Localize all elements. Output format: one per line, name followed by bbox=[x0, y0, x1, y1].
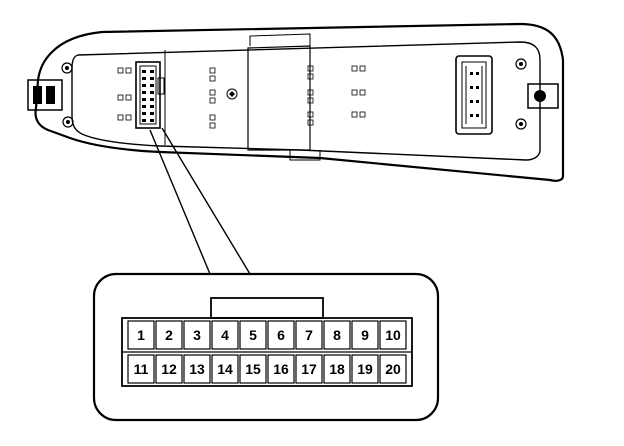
left-mounting-clip bbox=[27, 79, 63, 111]
screw-hole-left-bottom bbox=[62, 116, 74, 128]
pin-cell bbox=[295, 354, 323, 384]
pin-cell bbox=[351, 354, 379, 384]
pin-number-label: 1 bbox=[137, 327, 145, 343]
pin-number-label: 10 bbox=[385, 327, 401, 343]
pin-number-label: 2 bbox=[165, 327, 173, 343]
pin-number-label: 4 bbox=[221, 327, 229, 343]
pin-number-label: 3 bbox=[193, 327, 201, 343]
screw-hole-right-bottom bbox=[515, 118, 527, 130]
screw-hole-right-top bbox=[515, 58, 527, 70]
pin-cell bbox=[127, 320, 155, 350]
pin-cell bbox=[295, 320, 323, 350]
pin-cell bbox=[267, 354, 295, 384]
pin-cell bbox=[183, 354, 211, 384]
pin-number-label: 12 bbox=[161, 361, 177, 377]
pin-cell bbox=[155, 320, 183, 350]
switch-contact-marks bbox=[117, 65, 366, 129]
screw-hole-left-top bbox=[61, 62, 73, 74]
pin-number-label: 20 bbox=[385, 361, 401, 377]
pin-number-label: 5 bbox=[249, 327, 257, 343]
pin-number-label: 7 bbox=[305, 327, 313, 343]
pin-number-label: 16 bbox=[273, 361, 289, 377]
pin-cell bbox=[239, 354, 267, 384]
pin-number-label: 13 bbox=[189, 361, 205, 377]
pin-number-label: 14 bbox=[217, 361, 233, 377]
housing-connector-right bbox=[455, 55, 493, 135]
right-mounting-clip bbox=[527, 83, 559, 109]
pin-number-label: 19 bbox=[357, 361, 373, 377]
pin-number-label: 8 bbox=[333, 327, 341, 343]
pin-number-label: 18 bbox=[329, 361, 345, 377]
pin-cell bbox=[351, 320, 379, 350]
pin-cell bbox=[183, 320, 211, 350]
pin-cell bbox=[155, 354, 183, 384]
pin-cell bbox=[379, 320, 407, 350]
pin-number-label: 15 bbox=[245, 361, 261, 377]
pin-number-label: 9 bbox=[361, 327, 369, 343]
pin-cell bbox=[323, 354, 351, 384]
pin-number-label: 6 bbox=[277, 327, 285, 343]
pin-cell bbox=[379, 354, 407, 384]
pin-cell bbox=[211, 354, 239, 384]
pin-cell bbox=[267, 320, 295, 350]
pin-cell bbox=[239, 320, 267, 350]
pin-cell bbox=[127, 354, 155, 384]
pin-number-label: 17 bbox=[301, 361, 317, 377]
pin-number-label: 11 bbox=[134, 361, 149, 377]
pin-cell bbox=[211, 320, 239, 350]
center-screw bbox=[226, 88, 238, 100]
switch-housing bbox=[27, 22, 565, 182]
housing-connector-left bbox=[135, 61, 165, 129]
callout-leader-lines bbox=[149, 127, 251, 275]
pin-cell bbox=[323, 320, 351, 350]
